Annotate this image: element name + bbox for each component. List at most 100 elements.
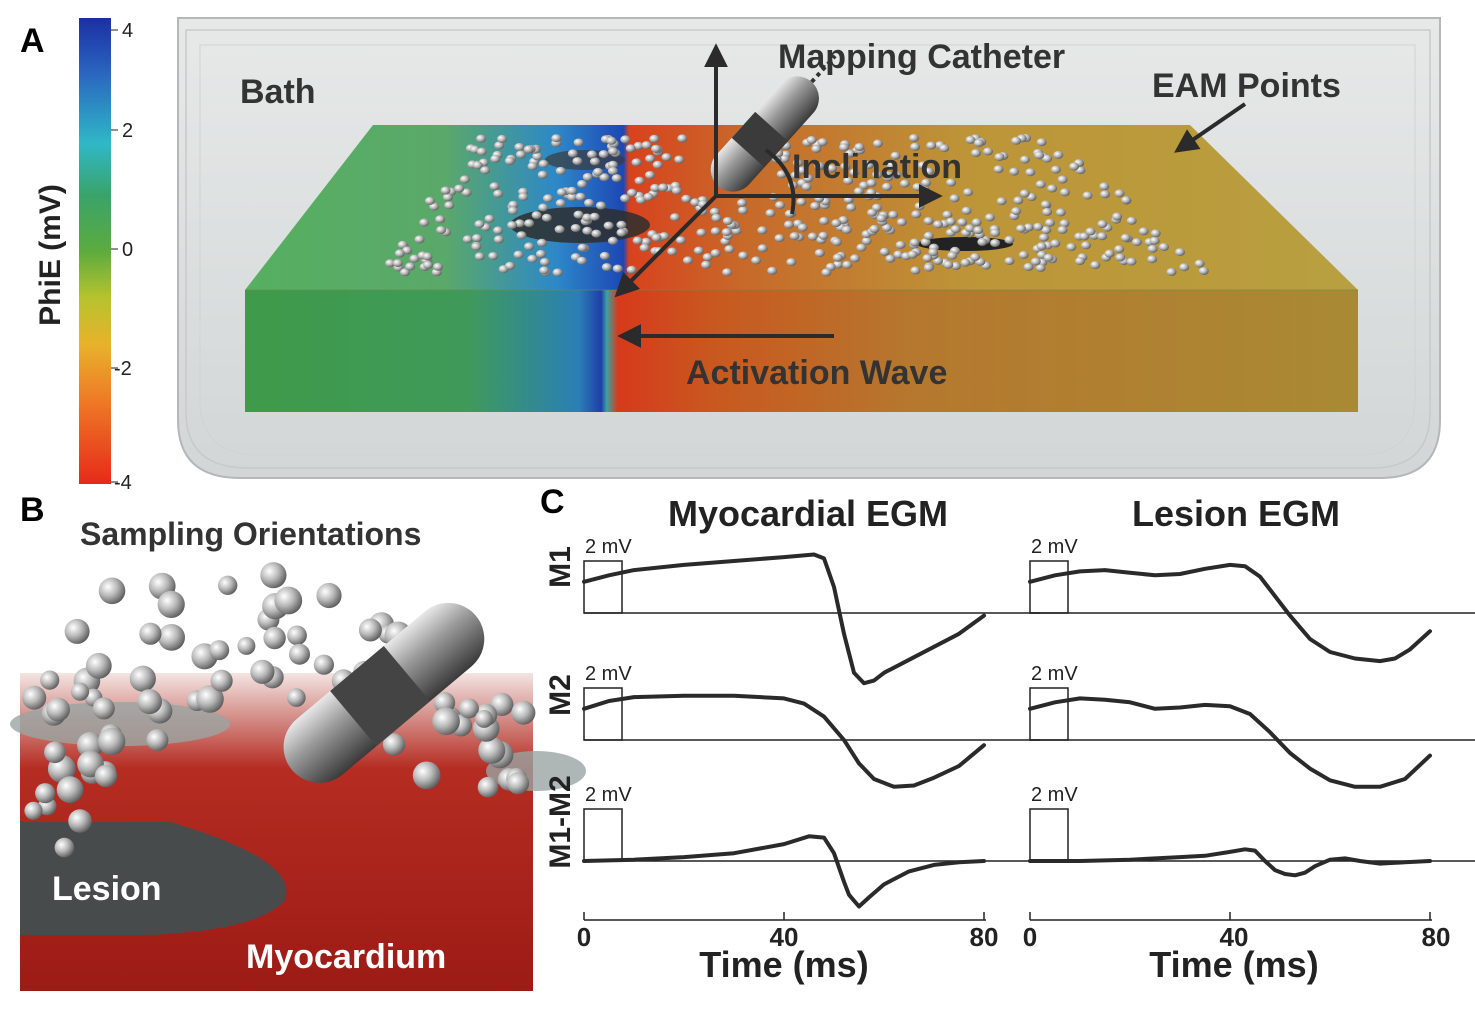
panel-a: A 4 2 0 -2 -4 PhiE (mV) [20, 17, 1441, 494]
eam-point [488, 252, 499, 260]
sampling-sphere [260, 562, 287, 589]
eam-point [861, 236, 872, 245]
eam-point [961, 206, 972, 215]
myocardial-egm-title: Myocardial EGM [668, 493, 948, 534]
scale-bar-box [1029, 687, 1069, 741]
eam-point [895, 240, 906, 249]
eam-point [634, 176, 645, 185]
eam-point [612, 264, 623, 273]
eam-point [724, 245, 735, 254]
eam-point [573, 210, 584, 219]
eam-point [909, 134, 919, 142]
eam-point [577, 243, 588, 252]
eam-point [711, 213, 722, 222]
eam-point [507, 221, 518, 230]
eam-point [910, 142, 921, 151]
eam-point [599, 173, 610, 182]
eam-point [879, 247, 890, 256]
eam-point [493, 235, 504, 244]
eam-point [810, 202, 821, 210]
eam-point [806, 136, 817, 144]
eam-point [632, 236, 643, 245]
eam-point [1033, 222, 1044, 231]
eam-point [444, 201, 455, 210]
egm-trace-m1-m2 [1028, 847, 1432, 878]
eam-point [1042, 154, 1053, 163]
lesion-region [20, 822, 287, 935]
eam-point [738, 206, 748, 215]
eam-point [508, 200, 519, 209]
sampling-sphere [129, 665, 156, 692]
eam-point [779, 154, 790, 163]
sampling-sphere [70, 682, 90, 701]
eam-point [1081, 241, 1091, 250]
sampling-sphere [196, 685, 224, 713]
sampling-sphere [139, 622, 162, 645]
sampling-sphere [56, 776, 84, 804]
eam-point [737, 198, 747, 207]
eam-point [845, 149, 856, 158]
eam-point [567, 149, 578, 158]
eam-point [607, 167, 618, 175]
eam-point [394, 249, 405, 258]
eam-point [910, 266, 921, 275]
eam-point [490, 154, 501, 163]
eam-point [950, 225, 961, 234]
sampling-sphere [511, 700, 536, 725]
eam-point [682, 256, 693, 265]
x-tick-left-0: 0 [577, 922, 591, 952]
eam-point [598, 150, 609, 159]
eam-point [589, 212, 600, 221]
eam-point [914, 202, 925, 211]
panel-c: C Myocardial EGM Lesion EGM M1 M2 M1-M2 … [540, 483, 1475, 985]
eam-point [616, 228, 627, 237]
eam-point [907, 250, 918, 259]
eam-point [576, 256, 587, 265]
eam-point [552, 268, 563, 277]
eam-point [970, 253, 981, 262]
eam-point [385, 259, 396, 268]
x-tick-right-80: 80 [1422, 922, 1451, 952]
eam-point [1131, 238, 1142, 247]
colorbar-tick-4: 4 [122, 20, 133, 42]
eam-point [433, 262, 443, 271]
catheter-axes [614, 43, 1247, 348]
row-label-m1-m2: M1-M2 [544, 775, 577, 868]
sampling-sphere [358, 618, 382, 642]
eam-point [625, 144, 636, 153]
sampling-sphere [289, 643, 310, 665]
eam-point [867, 208, 877, 217]
sampling-sphere [98, 577, 126, 605]
eam-point [856, 243, 867, 252]
eam-point [1114, 245, 1125, 254]
eam-point [911, 210, 922, 219]
eam-point [459, 175, 470, 184]
eam-point [489, 182, 500, 191]
colorbar-tick-2: 2 [122, 120, 133, 142]
eam-point [757, 226, 768, 235]
eam-point [1035, 180, 1046, 189]
eam-point [923, 216, 934, 225]
depth-axis-arrow [614, 194, 718, 298]
eam-point [493, 189, 504, 198]
catheter-label: Mapping Catheter [778, 38, 1065, 76]
eam-point [1126, 257, 1137, 266]
scale-bar-label: 2 mV [1031, 663, 1078, 685]
sampling-sphere [35, 783, 56, 804]
egm-trace-m1 [1028, 562, 1432, 664]
eam-point [767, 266, 778, 275]
eam-point [923, 231, 934, 240]
eam-point [1050, 239, 1061, 248]
eam-point [591, 229, 602, 238]
eam-point [584, 198, 594, 207]
egm-trace-m2 [582, 693, 986, 789]
eam-point [831, 238, 842, 246]
eam-point [946, 178, 957, 187]
eam-point [933, 220, 944, 229]
eam-point [536, 238, 547, 247]
eam-point [866, 179, 877, 187]
sampling-sphere [475, 709, 493, 728]
eam-point [789, 232, 800, 241]
eam-point [1057, 225, 1068, 234]
eam-point [472, 161, 483, 170]
